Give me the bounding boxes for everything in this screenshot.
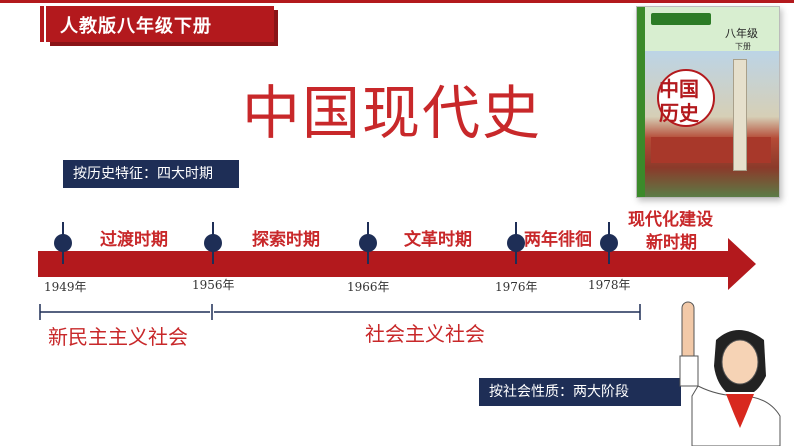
book-title-line1: 中国 [659, 77, 699, 101]
timeline-arrow [38, 238, 756, 290]
period-exploration: 探索时期 [252, 230, 320, 250]
book-grade: 八年级 [725, 27, 758, 40]
shirt-sleeve [679, 355, 699, 387]
edition-badge-text: 人教版八年级下册 [60, 16, 212, 37]
publisher-logo [651, 13, 711, 25]
year-1976: 1976年 [495, 280, 538, 294]
red-scarf [726, 394, 754, 428]
book-title-line2: 历史 [659, 101, 699, 125]
node-1966 [359, 234, 377, 252]
social-nature-tag: 按社会性质：两大阶段 [479, 378, 681, 406]
badge-stripe [40, 6, 44, 42]
book-volume: 下册 [735, 42, 751, 51]
period-modernization: 现代化建设 [628, 210, 713, 230]
period-cultural-revolution: 文革时期 [404, 230, 472, 250]
book-spine [637, 7, 645, 197]
node-1956 [204, 234, 222, 252]
node-1949 [54, 234, 72, 252]
stage-socialist: 社会主义社会 [365, 322, 485, 346]
year-1966: 1966年 [347, 280, 390, 294]
node-1976 [507, 234, 525, 252]
period-new-era: 新时期 [646, 233, 697, 253]
stage-new-democratic: 新民主主义社会 [48, 325, 188, 349]
period-two-years: 两年徘徊 [524, 230, 592, 250]
textbook-cover-image: 八年级 下册 中国 历史 [636, 6, 780, 198]
period-feature-tag: 按历史特征：四大时期 [63, 160, 239, 188]
tiananmen-illustration [651, 137, 771, 163]
year-1978: 1978年 [588, 278, 631, 292]
node-1978 [600, 234, 618, 252]
edition-badge [46, 6, 274, 42]
face [721, 339, 759, 385]
student-figure-illustration [679, 301, 781, 446]
huabiao-pillar [733, 59, 747, 171]
year-1949: 1949年 [44, 280, 87, 294]
page-title: 中国现代史 [242, 79, 543, 147]
top-accent-bar [0, 0, 794, 3]
year-1956: 1956年 [192, 278, 235, 292]
book-title-emblem [657, 69, 715, 127]
period-transition: 过渡时期 [100, 230, 168, 250]
